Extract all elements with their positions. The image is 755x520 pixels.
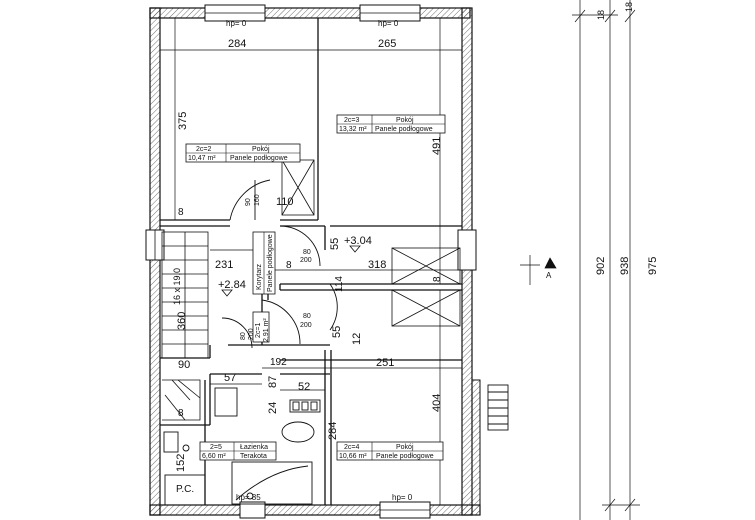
hp-bottom-mid: hp= 85 [236, 493, 261, 502]
dim-52: 52 [298, 381, 310, 393]
dim-152: 152 [175, 454, 187, 472]
section-mark: A [546, 271, 552, 280]
room-3-area: 13,32 m² [339, 126, 367, 133]
storage-boxes [281, 159, 461, 327]
dim-55-upper: 55 [329, 238, 341, 250]
exterior-walls [145, 4, 481, 519]
door-200-a: 200 [300, 257, 312, 264]
dim-corridor-110: 110 [276, 196, 294, 208]
door-80-b: 80 [303, 313, 311, 320]
hp-bottom-right: hp= 0 [392, 493, 413, 502]
room-tag-3: 2c=3 Pokój 13,32 m² Panele podłogowe [336, 114, 446, 134]
room-4-finish: Panele podłogowe [376, 453, 434, 460]
corridor-name: Korytarz [256, 263, 263, 290]
dim-90: 90 [178, 359, 190, 371]
room-3-name: Pokój [396, 117, 414, 124]
dim-left-room-height: 375 [177, 112, 189, 130]
dim-55-lower: 55 [331, 326, 343, 338]
room-2-name: Pokój [252, 146, 270, 153]
corridor-finish: Panele podłogowe [267, 234, 274, 292]
level-lower: +2.84 [218, 279, 246, 291]
door-80-c: 80 [240, 332, 247, 340]
doors [221, 179, 338, 349]
dim-top-left: 284 [228, 38, 246, 50]
level-markers: +3.04 +2.84 16 x 19,0 [172, 235, 372, 305]
right-dimensions: 18 18 902 938 975 A [546, 2, 659, 280]
dim-192: 192 [270, 357, 287, 368]
dim-8-b: 8 [286, 260, 292, 271]
room-tag-2: 2c=2 Pokój 10,47 m² Panele podłogowe [185, 143, 301, 163]
room-4-area: 10,66 m² [339, 453, 367, 460]
dim-318: 318 [368, 259, 386, 271]
room-2-area: 10,47 m² [188, 155, 216, 162]
room-4-name: Pokój [396, 444, 414, 451]
dim-87: 87 [267, 376, 279, 388]
room-4-id: 2c=4 [344, 444, 359, 451]
dim-right-room-height: 491 [431, 137, 443, 155]
corridor-area: 2,91 m² [263, 318, 270, 342]
hp-top-left: hp= 0 [226, 19, 247, 28]
hp-labels: hp= 0 hp= 0 hp= 85 hp= 0 P.C. [176, 19, 413, 502]
door-labels: 90 160 80 200 80 200 80 200 [240, 194, 312, 340]
room-5-id: 2=5 [210, 444, 222, 451]
dim-top-right: 265 [378, 38, 396, 50]
right-18b: 18 [624, 2, 634, 12]
dim-57: 57 [224, 372, 236, 384]
dim-114: 114 [334, 276, 345, 292]
hp-top-right: hp= 0 [378, 19, 399, 28]
room-tag-5: 2=5 Łazienka 6,60 m² Terakota [199, 441, 277, 461]
room-2-id: 2c=2 [196, 146, 211, 153]
dim-251: 251 [376, 357, 394, 369]
door-200-c: 200 [248, 328, 255, 340]
dim-8-d: 8 [178, 408, 184, 419]
dim-12: 12 [351, 333, 363, 345]
dim-231: 231 [215, 259, 233, 271]
pc-label: P.C. [176, 484, 194, 495]
room-2-finish: Panele podłogowe [230, 155, 288, 162]
dim-404: 404 [431, 394, 443, 412]
door-160-label: 160 [254, 194, 261, 206]
right-18a: 18 [596, 10, 606, 20]
room-3-id: 2c=3 [344, 117, 359, 124]
door-80-a: 80 [303, 249, 311, 256]
dim-360: 360 [176, 312, 188, 330]
room-5-finish: Terakota [240, 453, 267, 460]
room-5-area: 6,60 m² [202, 453, 226, 460]
room-tag-4: 2c=4 Pokój 10,66 m² Panele podłogowe [336, 441, 444, 461]
dim-24: 24 [267, 402, 279, 414]
dimension-lines [160, 0, 640, 520]
corridor-tag: Korytarz Panele podłogowe 2c=1 2,91 m² [252, 231, 276, 343]
dim-8-c: 8 [432, 276, 443, 282]
door-200-b: 200 [300, 322, 312, 329]
dim-284-bath: 284 [327, 422, 339, 440]
level-upper: +3.04 [344, 235, 372, 247]
bathroom-fixtures [163, 384, 509, 506]
door-90-label: 90 [245, 198, 252, 206]
right-902: 902 [595, 257, 607, 275]
corridor-id: 2c=1 [255, 323, 262, 338]
dimension-labels: 284 265 375 491 110 231 318 114 360 90 1… [175, 38, 443, 472]
room-5-name: Łazienka [240, 444, 268, 451]
stairs-label: 16 x 19,0 [172, 268, 182, 305]
right-938: 938 [619, 257, 631, 275]
room-3-finish: Panele podłogowe [375, 126, 433, 133]
right-975: 975 [647, 257, 659, 275]
dim-8-a: 8 [178, 207, 184, 218]
